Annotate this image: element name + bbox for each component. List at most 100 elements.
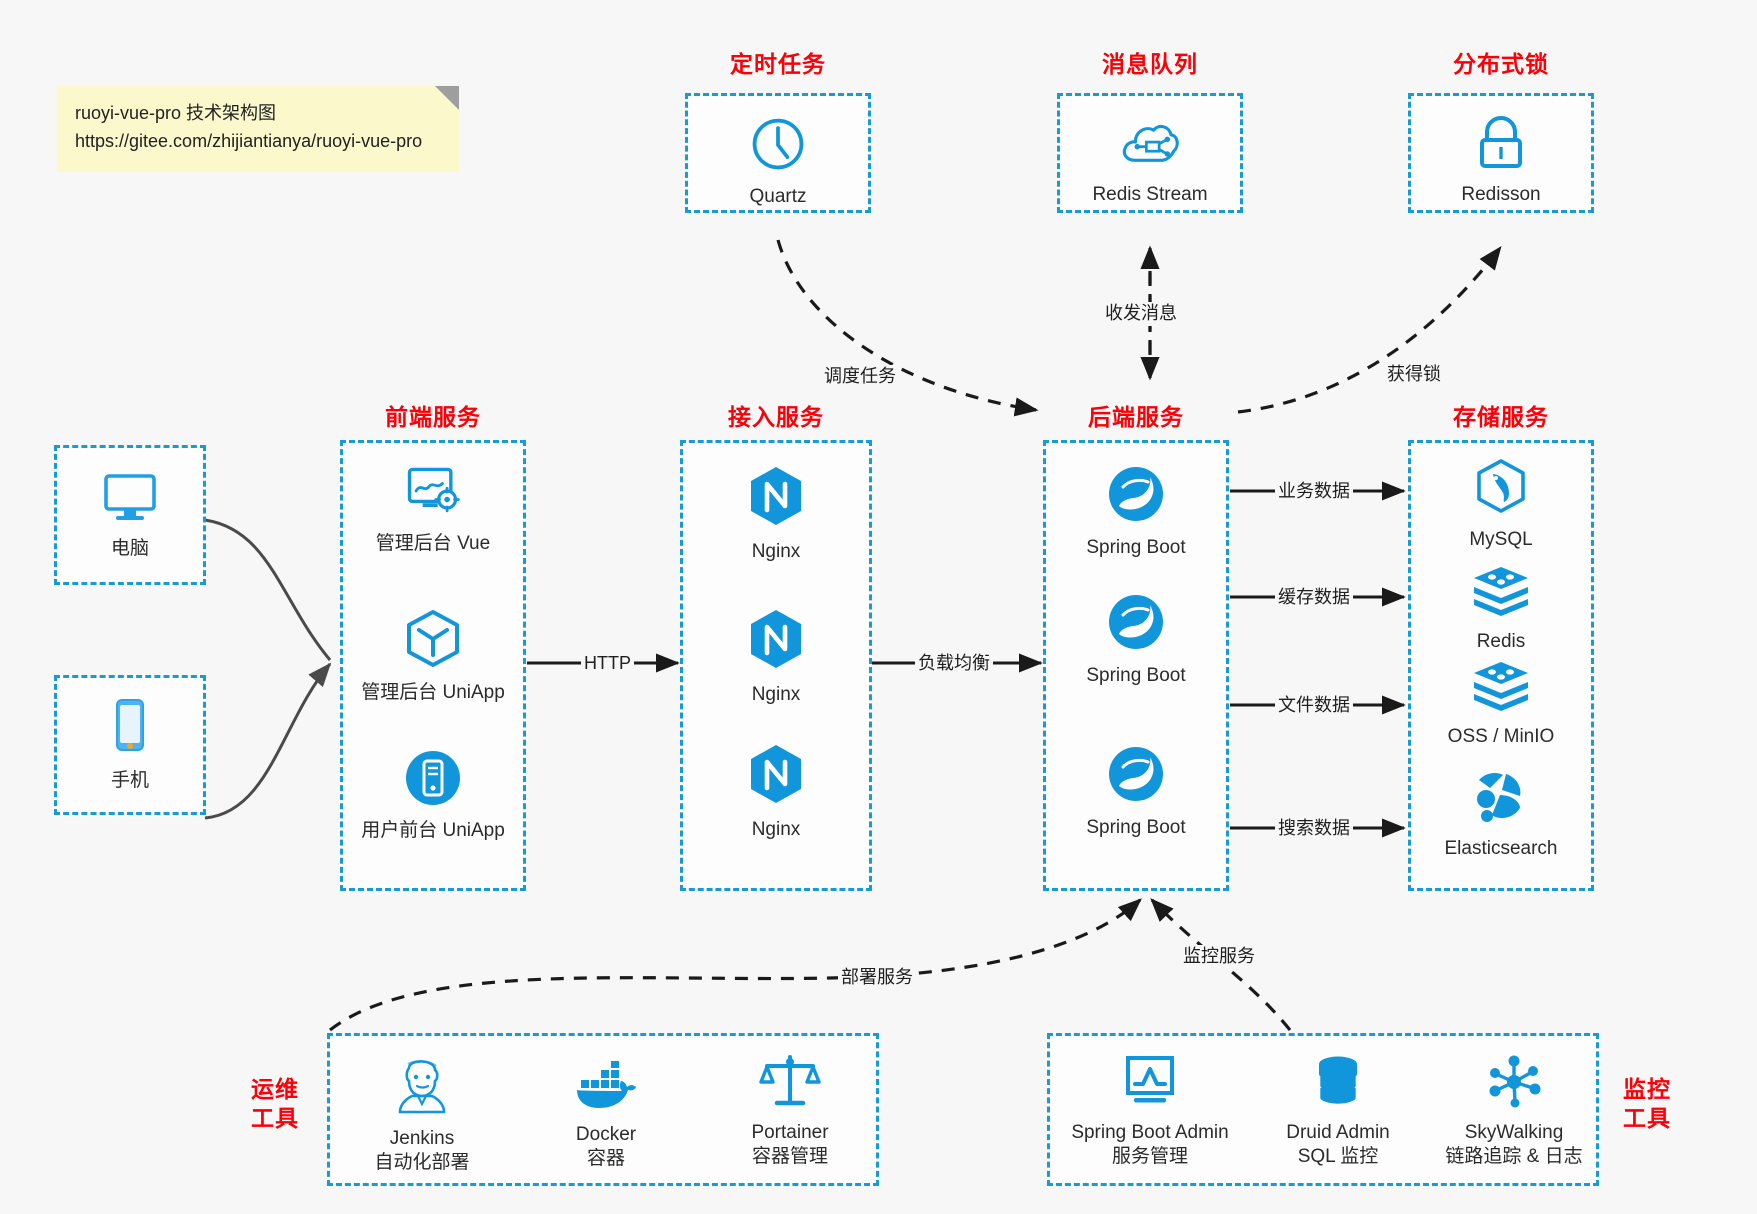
edge-label-file-data: 文件数据 bbox=[1275, 694, 1353, 718]
mobile-app-icon bbox=[343, 748, 523, 813]
edge-label-schedule-task: 调度任务 bbox=[821, 365, 899, 389]
node-mysql[interactable]: MySQL bbox=[1411, 457, 1591, 552]
node-nginx-1[interactable]: Nginx bbox=[683, 465, 869, 564]
node-label-nginx-3: Nginx bbox=[751, 819, 801, 840]
group-box-lock: Redisson bbox=[1408, 93, 1594, 213]
group-title-devops-line1: 运维 bbox=[251, 1076, 299, 1102]
redis-icon bbox=[1411, 563, 1591, 624]
node-docker[interactable]: Docker 容器 bbox=[514, 1060, 698, 1172]
node-label-druid-admin: Druid Admin bbox=[1286, 1122, 1390, 1143]
node-label-redisson: Redisson bbox=[1461, 184, 1541, 205]
jenkins-icon bbox=[330, 1052, 514, 1121]
skywalking-icon bbox=[1426, 1054, 1602, 1115]
node-druid-admin[interactable]: Druid Admin SQL 监控 bbox=[1250, 1054, 1426, 1170]
node-sublabel-druid-admin: SQL 监控 bbox=[1297, 1146, 1379, 1168]
node-sublabel-portainer: 容器管理 bbox=[751, 1146, 828, 1168]
node-label-spring-boot-3: Spring Boot bbox=[1086, 817, 1186, 838]
node-nginx-3[interactable]: Nginx bbox=[683, 743, 869, 842]
node-quartz[interactable]: Quartz bbox=[688, 114, 868, 209]
node-admin-vue[interactable]: 管理后台 Vue bbox=[343, 463, 523, 556]
cloud-stream-icon bbox=[1060, 114, 1240, 177]
node-portainer[interactable]: Portainer 容器管理 bbox=[698, 1052, 882, 1170]
node-label-quartz: Quartz bbox=[749, 186, 807, 207]
node-sublabel-spring-boot-admin: 服务管理 bbox=[1111, 1146, 1188, 1168]
node-spring-boot-1[interactable]: Spring Boot bbox=[1046, 463, 1226, 560]
node-label-spring-boot-admin: Spring Boot Admin bbox=[1071, 1122, 1229, 1143]
group-title-monitor-line2: 工具 bbox=[1623, 1104, 1671, 1131]
node-redis[interactable]: Redis bbox=[1411, 563, 1591, 654]
spring-boot-icon bbox=[1046, 591, 1226, 658]
node-sublabel-jenkins: 自动化部署 bbox=[374, 1152, 470, 1174]
node-pc[interactable]: 电脑 bbox=[57, 470, 203, 561]
node-label-admin-uniapp: 管理后台 UniApp bbox=[361, 682, 505, 703]
spring-boot-icon bbox=[1046, 463, 1226, 530]
node-oss-minio[interactable]: OSS / MinIO bbox=[1411, 658, 1591, 749]
node-skywalking[interactable]: SkyWalking 链路追踪 & 日志 bbox=[1426, 1054, 1602, 1170]
note-line-url: https://gitee.com/zhijiantianya/ruoyi-vu… bbox=[75, 130, 423, 151]
smartphone-icon bbox=[57, 696, 203, 763]
node-phone[interactable]: 手机 bbox=[57, 696, 203, 793]
node-spring-boot-3[interactable]: Spring Boot bbox=[1046, 743, 1226, 840]
node-label-elasticsearch: Elasticsearch bbox=[1444, 838, 1558, 859]
node-label-nginx-2: Nginx bbox=[751, 684, 801, 705]
node-user-uniapp[interactable]: 用户前台 UniApp bbox=[343, 748, 523, 843]
node-label-redis-stream: Redis Stream bbox=[1092, 184, 1208, 205]
group-title-scheduler: 定时任务 bbox=[730, 51, 826, 77]
group-box-storage: MySQL Redis bbox=[1408, 440, 1594, 891]
group-box-monitor: Spring Boot Admin 服务管理 Druid Admin SQL 监… bbox=[1047, 1033, 1599, 1186]
edge-label-business-data: 业务数据 bbox=[1275, 480, 1353, 504]
nginx-icon bbox=[683, 743, 869, 812]
group-box-mq: Redis Stream bbox=[1057, 93, 1243, 213]
diagram-note: ruoyi-vue-pro 技术架构图 https://gitee.com/zh… bbox=[57, 86, 459, 172]
node-sublabel-docker: 容器 bbox=[586, 1148, 625, 1170]
node-label-skywalking: SkyWalking bbox=[1464, 1122, 1564, 1143]
edge-label-load-balance: 负载均衡 bbox=[915, 652, 993, 676]
node-spring-boot-admin[interactable]: Spring Boot Admin 服务管理 bbox=[1050, 1054, 1250, 1170]
group-box-scheduler: Quartz bbox=[685, 93, 871, 213]
edge-label-cache-data: 缓存数据 bbox=[1275, 586, 1353, 610]
node-label-jenkins: Jenkins bbox=[389, 1128, 455, 1149]
node-sublabel-skywalking: 链路追踪 & 日志 bbox=[1445, 1146, 1583, 1168]
node-label-user-uniapp: 用户前台 UniApp bbox=[361, 820, 505, 841]
group-box-gateway: Nginx Nginx Nginx bbox=[680, 440, 872, 891]
nginx-icon bbox=[683, 608, 869, 677]
node-label-pc: 电脑 bbox=[110, 538, 149, 559]
note-line-title: ruoyi-vue-pro 技术架构图 bbox=[75, 103, 277, 123]
docker-icon bbox=[514, 1060, 698, 1117]
node-label-mysql: MySQL bbox=[1469, 529, 1533, 550]
database-stack-icon bbox=[1250, 1054, 1426, 1115]
node-redis-stream[interactable]: Redis Stream bbox=[1060, 114, 1240, 207]
node-label-oss-minio: OSS / MinIO bbox=[1447, 726, 1555, 747]
node-label-phone: 手机 bbox=[110, 770, 149, 791]
node-spring-boot-2[interactable]: Spring Boot bbox=[1046, 591, 1226, 688]
group-box-frontend: 管理后台 Vue 管理后台 UniApp bbox=[340, 440, 526, 891]
desktop-monitor-icon bbox=[57, 470, 203, 531]
node-admin-uniapp[interactable]: 管理后台 UniApp bbox=[343, 608, 523, 705]
node-label-portainer: Portainer bbox=[751, 1122, 829, 1143]
group-title-backend: 后端服务 bbox=[1088, 404, 1184, 430]
group-title-monitor-line1: 监控 bbox=[1623, 1076, 1671, 1102]
node-redisson[interactable]: Redisson bbox=[1411, 114, 1591, 207]
mysql-icon bbox=[1411, 457, 1591, 522]
edge-label-send-receive: 收发消息 bbox=[1102, 302, 1180, 326]
node-label-spring-boot-1: Spring Boot bbox=[1086, 537, 1186, 558]
scales-icon bbox=[698, 1052, 882, 1115]
edge-label-deploy-service: 部署服务 bbox=[838, 966, 916, 990]
edge-label-acquire-lock: 获得锁 bbox=[1384, 363, 1444, 387]
group-title-gateway: 接入服务 bbox=[728, 404, 824, 430]
group-box-client-phone: 手机 bbox=[54, 675, 206, 815]
spring-boot-icon bbox=[1046, 743, 1226, 810]
node-label-docker: Docker bbox=[575, 1124, 637, 1145]
dashboard-gear-icon bbox=[343, 463, 523, 526]
note-fold-corner bbox=[435, 86, 459, 110]
group-title-frontend: 前端服务 bbox=[385, 404, 481, 430]
group-box-devops: Jenkins 自动化部署 Docker 容器 bbox=[327, 1033, 879, 1186]
edge-label-monitor-service: 监控服务 bbox=[1180, 945, 1258, 969]
node-nginx-2[interactable]: Nginx bbox=[683, 608, 869, 707]
group-title-lock: 分布式锁 bbox=[1453, 51, 1549, 77]
oss-minio-icon bbox=[1411, 658, 1591, 719]
edge-label-search-data: 搜索数据 bbox=[1275, 817, 1353, 841]
node-jenkins[interactable]: Jenkins 自动化部署 bbox=[330, 1052, 514, 1176]
clock-icon bbox=[688, 114, 868, 179]
node-elasticsearch[interactable]: Elasticsearch bbox=[1411, 768, 1591, 861]
